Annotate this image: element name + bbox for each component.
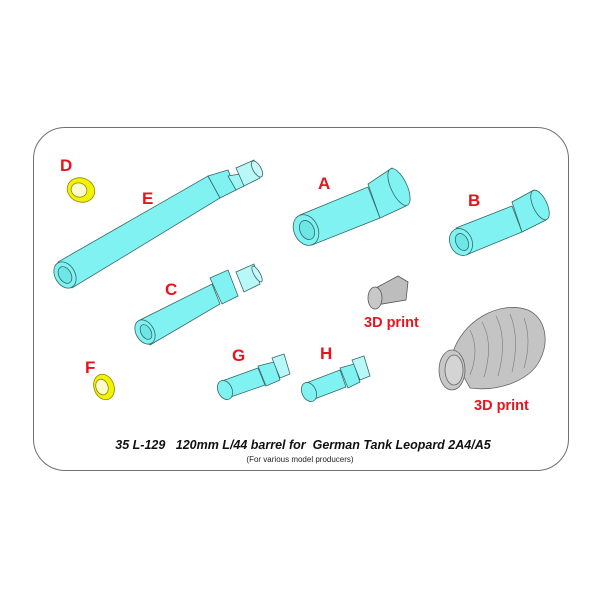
part-c-barrel-icon bbox=[134, 263, 263, 346]
part-label-c: C bbox=[165, 280, 178, 299]
part-a-sleeve-icon bbox=[292, 167, 411, 246]
part-label-f: F bbox=[85, 358, 96, 377]
product-title: 35 L-129 120mm L/44 barrel for German Ta… bbox=[115, 438, 491, 452]
part-label-h: H bbox=[320, 344, 333, 363]
part-b-sleeve-icon bbox=[449, 189, 550, 256]
part-d-ring-icon bbox=[66, 177, 96, 203]
part-label-g: G bbox=[232, 346, 246, 365]
print-part-dust-cover-icon bbox=[438, 307, 546, 391]
part-label-e: E bbox=[142, 189, 154, 208]
print-note-small: 3D print bbox=[364, 315, 419, 331]
part-label-d: D bbox=[60, 156, 73, 175]
part-e-barrel-icon bbox=[53, 159, 264, 289]
part-g-adapter-icon bbox=[216, 353, 291, 400]
sheet-frame bbox=[33, 127, 569, 471]
part-label-a: A bbox=[318, 174, 331, 193]
part-label-b: B bbox=[468, 191, 481, 210]
product-subtitle: (For various model producers) bbox=[246, 455, 354, 464]
print-note-large: 3D print bbox=[474, 398, 529, 414]
print-part-small-icon bbox=[367, 275, 409, 310]
part-f-ring-icon bbox=[93, 373, 115, 401]
part-h-adapter-icon bbox=[300, 355, 371, 402]
